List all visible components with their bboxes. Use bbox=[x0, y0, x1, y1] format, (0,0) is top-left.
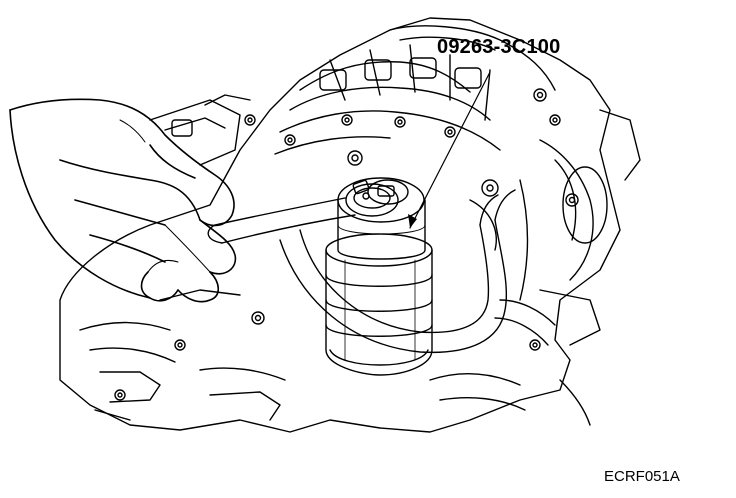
figure-code: ECRF051A bbox=[604, 468, 680, 485]
coolant-hoses bbox=[279, 189, 556, 354]
leader-arrow bbox=[408, 71, 491, 229]
engine-block bbox=[59, 17, 641, 433]
oil-filter-housing bbox=[325, 233, 433, 376]
special-tool-part-number: 09263-3C100 bbox=[437, 36, 561, 58]
hand bbox=[9, 98, 237, 303]
ratchet-wrench bbox=[207, 179, 399, 244]
